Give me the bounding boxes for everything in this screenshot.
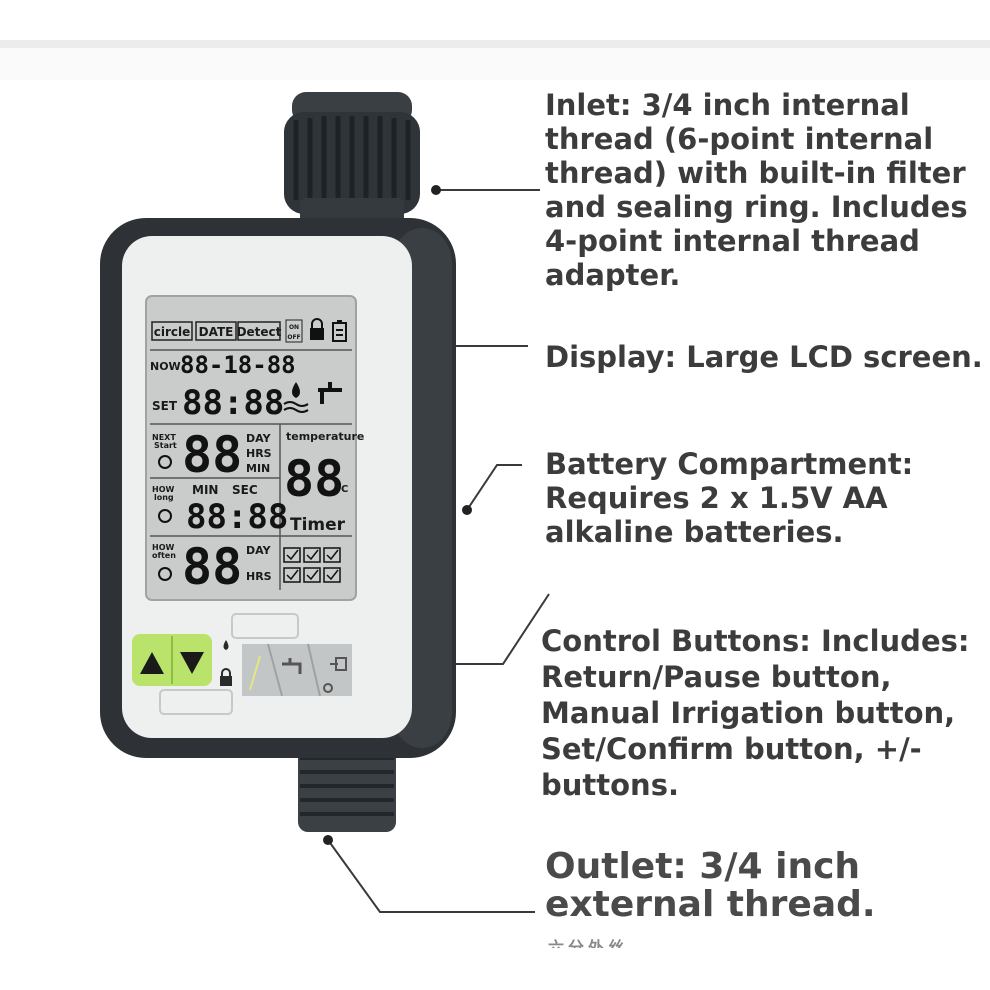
inlet-nut xyxy=(284,92,420,228)
next-label-2: Start xyxy=(154,441,177,450)
cjk-caption-fragment: 六分外丝 xyxy=(548,938,629,948)
sec-head: SEC xyxy=(232,483,258,497)
how-often-value: 88 xyxy=(182,538,242,596)
temperature-label: temperature xyxy=(286,430,364,443)
set-value: 88:88 xyxy=(182,383,284,423)
outlet-thread xyxy=(298,740,396,832)
hrs-label: HRS xyxy=(246,447,272,460)
battery-callout: Battery Compartment: Requires 2 x 1.5V A… xyxy=(545,447,914,549)
lock-icon xyxy=(310,318,324,340)
how-long-value: 88:88 xyxy=(186,497,288,537)
on-label: ON xyxy=(289,324,299,331)
button-bezel xyxy=(159,613,299,715)
cycle-icon xyxy=(158,567,172,581)
tab-date: DATE xyxy=(199,325,234,339)
up-arrow-icon[interactable] xyxy=(140,652,164,674)
battery-callout-line xyxy=(466,464,522,511)
outlet-callout-line xyxy=(327,839,535,913)
manual-irrigation-icon[interactable] xyxy=(282,658,302,674)
tab-detect: Detect xyxy=(237,325,282,339)
how-long-label-1: HOW xyxy=(152,485,174,494)
function-buttons xyxy=(242,643,352,697)
hrs2-label: HRS xyxy=(246,570,272,583)
lock-small-icon xyxy=(220,676,232,686)
inlet-dot xyxy=(431,185,441,195)
how-often-label-2: often xyxy=(152,551,176,560)
timer-label: Timer xyxy=(290,515,346,535)
top-band xyxy=(0,40,990,48)
next-value: 88 xyxy=(182,426,242,484)
inlet-callout: Inlet: 3/4 inch internal thread (6-point… xyxy=(545,88,968,292)
min-label: MIN xyxy=(246,462,270,475)
water-drop-small-icon xyxy=(223,640,229,650)
side-icons xyxy=(220,640,232,686)
outlet-dot xyxy=(323,835,333,845)
next-label-1: NEXT xyxy=(152,433,176,442)
lcd-tabs: circle DATE Detect ON OFF xyxy=(151,318,347,343)
outlet-callout: Outlet: 3/4 inch external thread. xyxy=(545,846,876,925)
display-callout: Display: Large LCD screen. xyxy=(545,340,983,374)
down-arrow-icon[interactable] xyxy=(180,652,204,674)
return-pause-icon[interactable] xyxy=(249,655,261,691)
temperature-unit: °C xyxy=(336,484,348,495)
temperature-value: 88 xyxy=(284,450,344,508)
min-head: MIN xyxy=(192,483,218,497)
set-confirm-icon[interactable] xyxy=(323,657,347,693)
how-long-label-2: long xyxy=(154,493,174,502)
faucet-icon xyxy=(318,382,342,404)
how-often-label-1: HOW xyxy=(152,543,174,552)
buttons-callout: Control Buttons: Includes: Return/Pause … xyxy=(541,624,970,802)
off-label: OFF xyxy=(287,334,300,341)
now-label: NOW xyxy=(150,360,181,373)
next-start-icon xyxy=(158,455,172,469)
day-label: DAY xyxy=(246,432,272,445)
battery-icon xyxy=(332,320,347,342)
stopwatch-icon xyxy=(158,509,172,523)
now-value: 88-18-88 xyxy=(180,351,296,379)
battery-dot xyxy=(462,505,472,515)
tab-circle: circle xyxy=(154,325,191,339)
arrow-buttons xyxy=(132,634,212,686)
lcd-screen xyxy=(145,295,357,601)
water-drop-icon xyxy=(283,382,309,413)
day2-label: DAY xyxy=(246,544,272,557)
set-label: SET xyxy=(152,399,178,413)
top-band-light xyxy=(0,48,990,80)
lcd-dividers xyxy=(150,349,352,590)
weekday-checkboxes xyxy=(283,547,341,583)
